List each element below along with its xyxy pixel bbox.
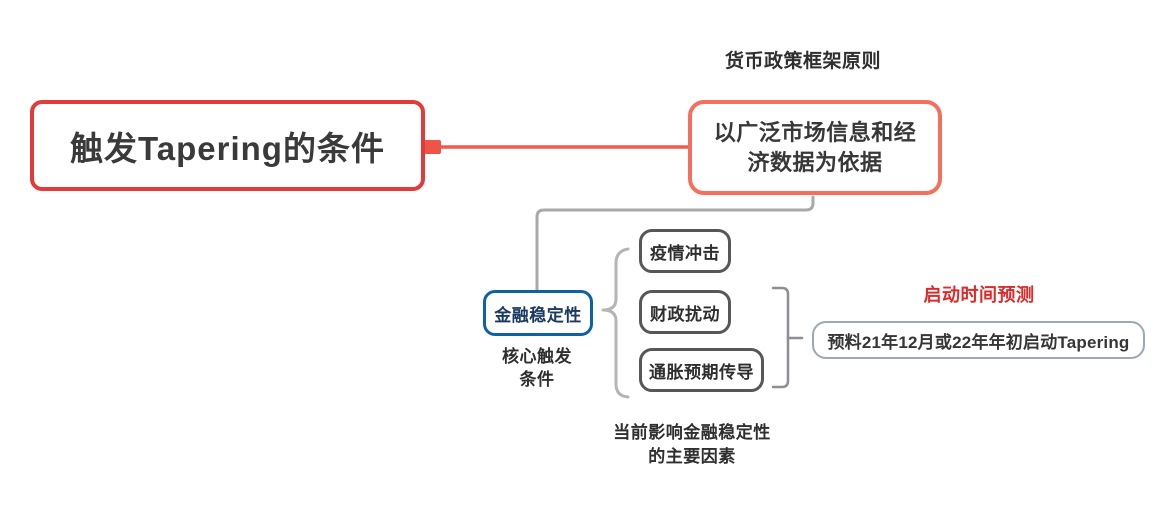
node-factor-fiscal-disturbance[interactable]: 财政扰动: [639, 290, 731, 334]
node-stability-label: 金融稳定性: [494, 305, 582, 325]
label-prediction-title: 启动时间预测: [923, 285, 1035, 305]
node-prediction-label: 预料21年12月或22年年初启动Tapering: [827, 332, 1130, 352]
node-factor-label: 通胀预期传导: [649, 362, 754, 382]
label-factors-caption: 当前影响金融稳定性 的主要因素: [572, 421, 812, 469]
factors-caption-line1: 当前影响金融稳定性: [613, 423, 771, 442]
factors-caption-line2: 的主要因素: [648, 447, 736, 466]
node-root-label: 触发Tapering的条件: [70, 129, 385, 167]
node-framework-line2: 济数据为依据: [747, 149, 883, 175]
node-factor-inflation-expectation[interactable]: 通胀预期传导: [639, 348, 764, 392]
node-factor-label: 财政扰动: [650, 304, 720, 324]
stability-caption-line2: 条件: [519, 370, 555, 389]
node-stability[interactable]: 金融稳定性: [483, 290, 593, 336]
node-factor-pandemic-shock[interactable]: 疫情冲击: [639, 229, 731, 273]
node-framework-line1: 以广泛市场信息和经: [713, 119, 917, 145]
node-framework[interactable]: 以广泛市场信息和经 济数据为依据: [688, 100, 942, 195]
node-prediction[interactable]: 预料21年12月或22年年初启动Tapering: [812, 321, 1145, 359]
red-anchor-square: [424, 140, 441, 154]
node-root[interactable]: 触发Tapering的条件: [30, 100, 425, 191]
bracket-icon: [771, 286, 790, 389]
stability-caption-line1: 核心触发: [502, 347, 572, 366]
label-stability-caption: 核心触发 条件: [457, 345, 617, 391]
label-framework-title: 货币政策框架原则: [724, 51, 881, 72]
node-factor-label: 疫情冲击: [650, 243, 720, 263]
